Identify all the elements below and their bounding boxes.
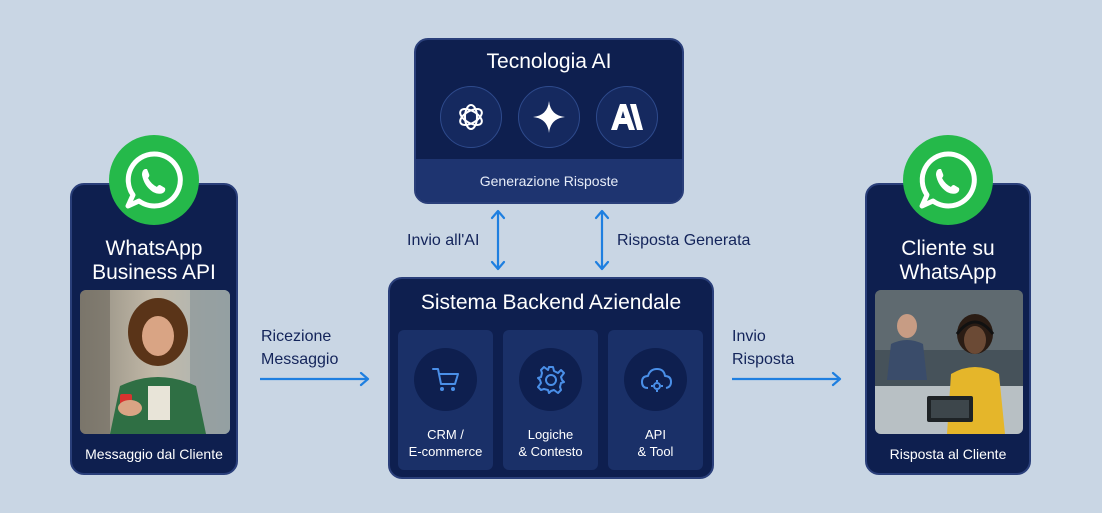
module-logic-line1: Logiche <box>527 427 574 442</box>
whatsapp-business-title-line1: WhatsApp <box>105 237 203 260</box>
whatsapp-business-card: WhatsApp Business API Messaggio dal Clie… <box>70 183 238 475</box>
customer-photo <box>80 290 230 434</box>
whatsapp-business-title-line2: Business API <box>92 261 216 284</box>
label-send-to-ai: Invio all'AI <box>407 232 480 249</box>
module-crm-line1: CRM / <box>427 427 464 442</box>
whatsapp-icon <box>109 135 199 225</box>
cart-icon <box>414 348 477 411</box>
backend-title: Sistema Backend Aziendale <box>420 291 682 314</box>
module-api-tool: API & Tool <box>608 330 703 470</box>
ai-card-footer: Generazione Risposte <box>416 159 682 202</box>
support-agent-photo <box>875 290 1023 434</box>
customer-whatsapp-title-line2: WhatsApp <box>899 261 997 284</box>
arrow-send-response <box>732 371 842 387</box>
module-api-line2: & Tool <box>637 444 674 459</box>
arrow-ai-exchange-right <box>594 209 610 271</box>
label-send-line2: Risposta <box>732 351 795 368</box>
anthropic-icon <box>596 86 658 148</box>
openai-icon <box>440 86 502 148</box>
module-api-line1: API <box>645 427 666 442</box>
backend-system-card: Sistema Backend Aziendale CRM / E-commer… <box>388 277 714 479</box>
gear-icon <box>519 348 582 411</box>
module-logic-context: Logiche & Contesto <box>503 330 598 470</box>
whatsapp-business-caption: Messaggio dal Cliente <box>85 446 223 462</box>
arrow-receive-message <box>260 371 370 387</box>
module-logic-line2: & Contesto <box>518 444 583 459</box>
customer-whatsapp-caption: Risposta al Cliente <box>889 446 1007 462</box>
label-send-line1: Invio <box>732 328 766 345</box>
ai-card-title: Tecnologia AI <box>486 50 612 73</box>
label-generated-response: Risposta Generata <box>617 232 751 249</box>
customer-whatsapp-card: Cliente su WhatsApp Risposta al Cliente <box>865 183 1031 475</box>
arrow-ai-exchange-left <box>490 209 506 271</box>
label-receive-line1: Ricezione <box>261 328 332 345</box>
gemini-icon <box>518 86 580 148</box>
module-crm-line2: E-commerce <box>408 444 483 459</box>
module-crm-ecommerce: CRM / E-commerce <box>398 330 493 470</box>
customer-whatsapp-title-line1: Cliente su <box>901 237 995 260</box>
whatsapp-icon <box>903 135 993 225</box>
cloud-settings-icon <box>624 348 687 411</box>
label-receive-line2: Messaggio <box>261 351 339 368</box>
ai-technology-card: Tecnologia AI Generazione Risposte <box>414 38 684 204</box>
